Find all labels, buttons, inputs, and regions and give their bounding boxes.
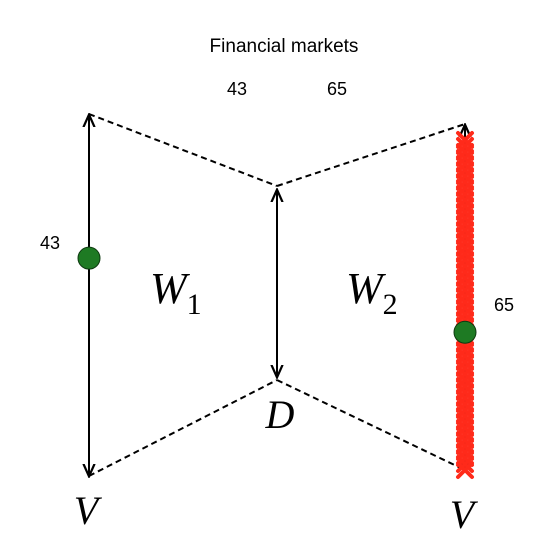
- top-right-value: 65: [327, 79, 347, 99]
- dashed-top-left: [88, 113, 278, 187]
- top-left-value: 43: [227, 79, 247, 99]
- left-axis-value: 43: [40, 233, 60, 253]
- region-right-label: W2: [346, 264, 398, 321]
- region-left-sub: 1: [187, 288, 202, 321]
- left-point: [77, 246, 101, 270]
- diagram-title: Financial markets: [210, 36, 359, 57]
- dashed-boundary: [88, 113, 466, 477]
- bottom-right-label: V: [450, 492, 479, 537]
- dashed-top-right: [276, 123, 466, 187]
- center-label: D: [265, 392, 295, 437]
- right-axis-value: 65: [494, 295, 514, 315]
- dashed-bottom-left: [88, 379, 278, 477]
- region-right-sub: 2: [383, 288, 398, 321]
- right-point: [453, 320, 477, 344]
- dashed-bottom-right: [276, 379, 466, 471]
- region-right-main: W: [346, 264, 386, 313]
- bottom-left-label: V: [74, 488, 103, 533]
- red-marker: [456, 455, 474, 473]
- region-left-label: W1: [150, 264, 202, 321]
- region-left-main: W: [150, 264, 190, 313]
- red-marker: [456, 461, 474, 479]
